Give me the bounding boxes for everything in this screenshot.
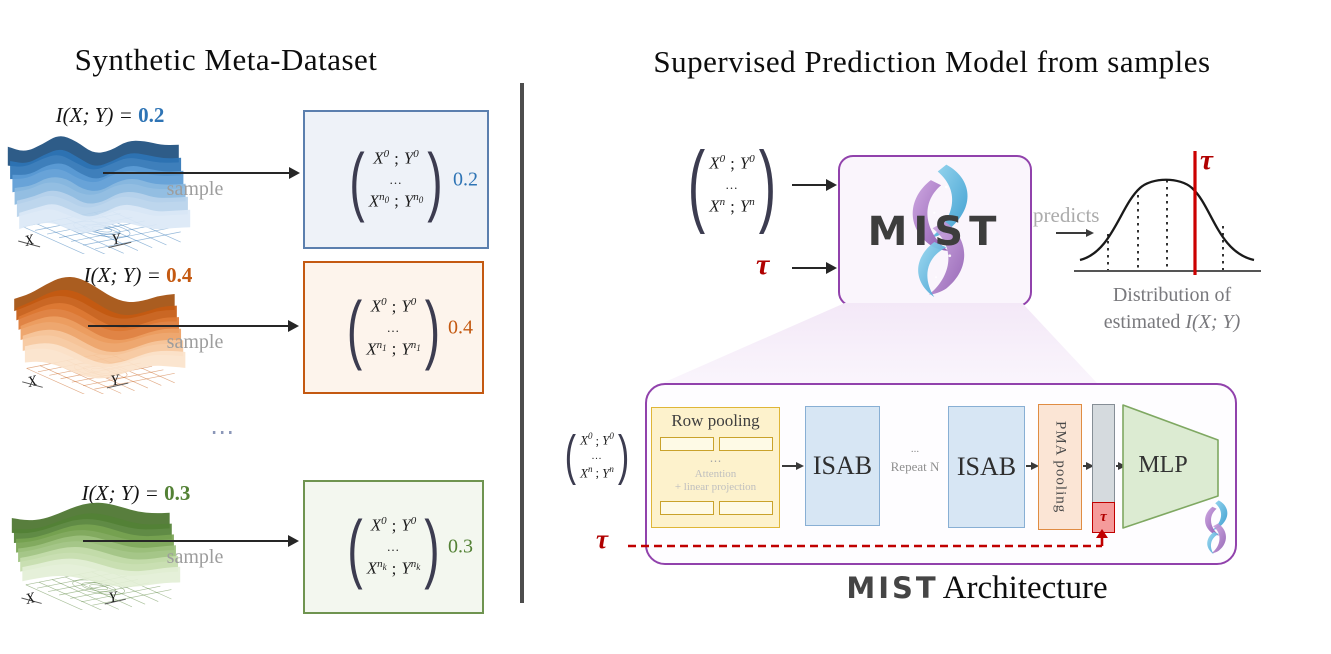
arch-input-matrix: ( X0;Y0 ... Xn;Yn ) xyxy=(549,414,645,498)
predicts-label: predicts xyxy=(1033,203,1100,227)
mutual-info-label-1: I(X; Y) = 0.2 xyxy=(55,103,165,127)
matrix-ellipsis: ... xyxy=(387,539,400,554)
repeat-n-label: Repeat N xyxy=(890,459,940,474)
pma-pooling-block: PMA pooling xyxy=(1038,404,1082,530)
paren-right: ) xyxy=(424,284,441,371)
matrix-row-first: X0;Y0 xyxy=(709,153,755,173)
mutual-info-label-3: I(X; Y) = 0.3 xyxy=(81,481,191,505)
matrix-value-badge: 0.4 xyxy=(448,316,473,338)
sample-label-3: sample xyxy=(166,546,224,568)
mlp-label: MLP xyxy=(1138,452,1188,478)
matrix-row-last: Xn0;Yn0 xyxy=(368,190,424,211)
matrix-ellipsis: ... xyxy=(591,450,603,462)
linear-projection-note: + linear projection xyxy=(674,481,757,493)
paren-right: ) xyxy=(427,136,443,223)
isab-to-pma-arrow xyxy=(1026,462,1039,470)
isab-block-2: ISAB xyxy=(948,406,1025,528)
matrix-row-last: Xnk;Ynk xyxy=(366,558,421,578)
matrix-ellipsis: ... xyxy=(725,177,739,192)
paren-left: ( xyxy=(687,134,706,236)
model-input-matrix: ( X0;Y0 ... Xn;Yn ) xyxy=(676,131,788,239)
mist-model-box: MIST xyxy=(838,155,1032,307)
surface-plot-orange: X Y xyxy=(8,272,188,394)
matrix-row-first: X0;Y0 xyxy=(580,431,614,448)
matrix-ellipsis: ... xyxy=(387,319,400,335)
sample-arrow-3 xyxy=(83,535,299,547)
sample-matrix-box-3: ( X0;Y0 ... Xnk;Ynk ) 0.3 xyxy=(303,480,484,614)
vector-to-mlp-arrow xyxy=(1116,462,1126,470)
isab-block-1: ISAB xyxy=(805,406,880,526)
matrix-row-last: Xn;Yn xyxy=(580,463,614,480)
mutual-info-label-2: I(X; Y) = 0.4 xyxy=(83,263,193,287)
zoom-funnel xyxy=(662,303,1097,383)
paren-left: ( xyxy=(346,284,363,371)
matrix-row-first: X0;Y0 xyxy=(370,295,417,316)
distribution-plot xyxy=(1074,151,1261,275)
matrix-row-first: X0;Y0 xyxy=(373,147,419,168)
pooling-cell xyxy=(719,501,773,515)
paren-right: ) xyxy=(617,425,630,487)
matrix-ellipsis: ... xyxy=(389,171,403,187)
surface-plot-green: X Y xyxy=(6,490,186,610)
mlp-block xyxy=(1122,404,1219,529)
tau-to-model-arrow xyxy=(792,262,837,274)
sample-matrix-box-2: ( X0;Y0 ... Xn1;Yn1 ) 0.4 xyxy=(303,261,484,394)
row-pooling-title: Row pooling xyxy=(671,411,760,430)
matrix-value-badge: 0.2 xyxy=(453,168,478,190)
mist-caption-wordmark: MIST xyxy=(846,571,939,605)
pooling-cell xyxy=(660,501,714,515)
mist-swirl-logo xyxy=(912,164,968,298)
paren-right: ) xyxy=(758,134,777,236)
matrix-to-model-arrow xyxy=(792,179,837,191)
tau-feedback-line xyxy=(628,529,1108,548)
distribution-caption: Distribution of estimated I(X; Y) xyxy=(1103,284,1241,333)
left-panel-title: Synthetic Meta-Dataset xyxy=(74,42,378,77)
matrix-row-last: Xn;Yn xyxy=(709,196,755,216)
matrix-row-last: Xn1;Yn1 xyxy=(366,338,421,359)
row-pooling-block: Row pooling ⋯ Attention + linear project… xyxy=(651,407,780,528)
pooled-vector-bar xyxy=(1092,404,1115,504)
paren-left: ( xyxy=(347,504,363,590)
pooling-cell xyxy=(660,437,714,451)
pooling-cell xyxy=(719,437,773,451)
pma-to-vector-arrow xyxy=(1083,462,1094,470)
rowpooling-to-isab-arrow xyxy=(782,462,804,470)
paren-left: ( xyxy=(564,425,577,487)
repeat-dots: ... xyxy=(910,443,920,455)
sample-matrix-box-1: ( X0;Y0 ... Xn0;Yn0 ) 0.2 xyxy=(303,110,489,249)
tau-input-label: τ xyxy=(756,248,770,281)
row-pooling-dots: ⋯ xyxy=(709,454,722,468)
architecture-caption: MIST Architecture xyxy=(777,570,1177,607)
right-panel-title: Supervised Prediction Model from samples xyxy=(653,44,1211,79)
sample-arrow-1 xyxy=(103,167,300,179)
surface-svg-blue xyxy=(7,136,191,254)
sample-arrow-2 xyxy=(88,320,299,332)
surface-plot-blue: X Y xyxy=(4,124,194,254)
matrix-row-first: X0;Y0 xyxy=(370,515,417,535)
attention-note: Attention xyxy=(694,468,737,480)
predicts-arrow xyxy=(1056,229,1094,237)
panel-divider xyxy=(520,83,524,603)
architecture-caption-text: Architecture xyxy=(942,570,1108,606)
sample-label-1: sample xyxy=(166,178,224,200)
surface-svg-green xyxy=(11,502,181,610)
arch-tau-label: τ xyxy=(596,524,608,554)
surface-svg-orange xyxy=(14,276,186,394)
matrix-value-badge: 0.3 xyxy=(448,535,473,558)
rows-ellipsis: ⋯ xyxy=(210,418,239,446)
mist-swirl-logo-small xyxy=(1205,500,1228,555)
paren-right: ) xyxy=(424,504,440,590)
paren-left: ( xyxy=(349,136,365,223)
tau-threshold-label: τ xyxy=(1200,144,1213,176)
sample-label-2: sample xyxy=(166,331,224,353)
mist-wordmark: MIST xyxy=(867,209,1003,255)
